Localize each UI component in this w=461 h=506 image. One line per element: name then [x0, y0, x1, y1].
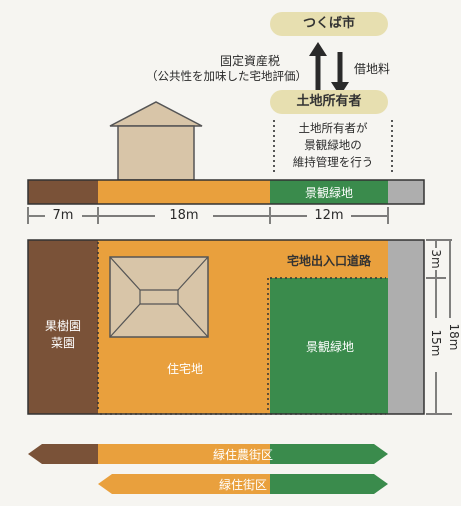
owner-label: 土地所有者: [296, 94, 362, 109]
height-3m: 3m: [429, 249, 443, 269]
agri-zone-label: 緑住農街区: [212, 448, 273, 462]
residential-label: 住宅地: [166, 362, 203, 376]
maintenance-line: 維持管理を行う: [292, 155, 374, 169]
height-dimensions: [426, 239, 452, 415]
city-label: つくば市: [302, 16, 355, 31]
orchard-label: 果樹園 菜園: [28, 318, 98, 352]
rent-arrow-down: [331, 52, 349, 96]
width-12m: 12m: [314, 208, 344, 223]
height-18m: 18m: [447, 323, 461, 351]
orchard-line: 果樹園: [44, 319, 81, 333]
house-elevation: [109, 101, 203, 181]
access-road-label: 宅地出入口道路: [286, 254, 371, 268]
tax-label: 固定資産税: [220, 54, 281, 68]
maintenance-line: 景観緑地の: [304, 138, 362, 152]
maintenance-line: 土地所有者が: [298, 121, 368, 135]
maintenance-note: 土地所有者が 景観緑地の 維持管理を行う: [278, 120, 388, 171]
tax-arrow-up: [309, 42, 327, 92]
width-7m: 7m: [52, 208, 74, 223]
orchard-line: 菜園: [50, 336, 75, 350]
zone-arrow-agri: [28, 444, 388, 464]
rent-label: 借地料: [354, 62, 391, 76]
width-dimensions: [27, 207, 389, 224]
width-18m: 18m: [169, 208, 199, 223]
zone-arrow-res: [98, 474, 388, 494]
maintenance-bracket: [273, 120, 393, 172]
res-zone-label: 緑住街区: [218, 478, 267, 492]
owner-box: 土地所有者: [270, 90, 388, 114]
plan-green-label: 景観緑地: [305, 340, 354, 354]
city-box: つくば市: [270, 12, 388, 36]
plan-view: [27, 239, 425, 415]
strip-green-label: 景観緑地: [304, 186, 353, 200]
section-strip: [27, 179, 425, 205]
tax-note: （公共性を加味した宅地評価）: [146, 69, 307, 83]
height-15m: 15m: [429, 329, 443, 357]
